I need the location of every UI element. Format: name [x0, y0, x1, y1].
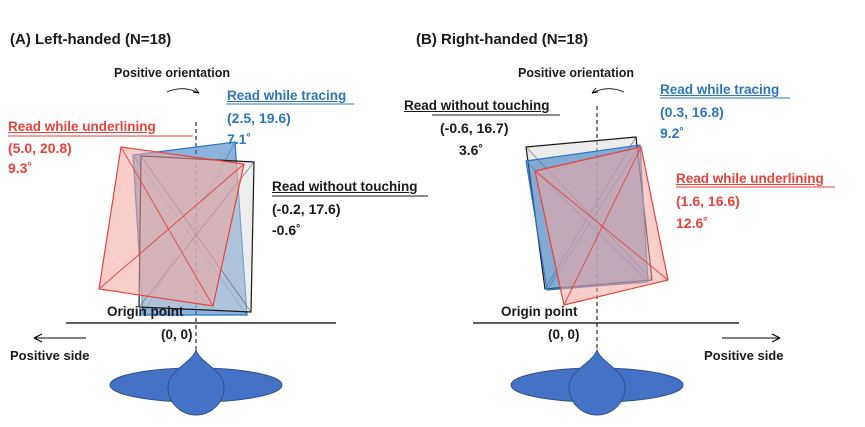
no-touch-label: Read without touching: [404, 98, 550, 113]
underlining-label: Read while underlining: [676, 171, 824, 186]
tracing-angle: 9.2˚: [660, 125, 685, 141]
orientation-arrow: [166, 88, 200, 94]
origin-point-label: Origin point: [107, 304, 184, 319]
positive-side-label: Positive side: [704, 348, 784, 363]
tracing-label: Read while tracing: [227, 88, 347, 103]
tracing-angle: 7.1˚: [227, 131, 252, 147]
underlining-position: (5.0, 20.8): [8, 140, 72, 156]
tracing-position: (0.3, 16.8): [660, 104, 724, 120]
no-touch-angle: -0.6˚: [272, 222, 301, 238]
origin-value: (0, 0): [548, 327, 580, 342]
underlining-label: Read while underlining: [8, 119, 156, 134]
reader-head-icon: [510, 348, 684, 416]
no-touch-angle: 3.6˚: [459, 142, 484, 158]
panel-title: (A) Left-handed (N=18): [10, 31, 172, 48]
no-touch-label: Read without touching: [272, 179, 418, 194]
panel-title: (B) Right-handed (N=18): [416, 31, 589, 48]
positive-side-label: Positive side: [10, 348, 90, 363]
tracing-label: Read while tracing: [660, 82, 780, 97]
underlining-angle: 9.3˚: [8, 160, 33, 176]
rect-read-while-underlining: [98, 146, 245, 307]
orientation-arrow: [591, 88, 625, 94]
underlining-angle: 12.6˚: [676, 215, 708, 231]
panel-left-handed: (A) Left-handed (N=18) Positive orientat…: [0, 0, 432, 427]
positive-orientation-label: Positive orientation: [114, 66, 230, 80]
underlining-position: (1.6, 16.6): [676, 193, 740, 209]
origin-value: (0, 0): [161, 327, 193, 342]
no-touch-position: (-0.6, 16.7): [440, 120, 509, 136]
no-touch-position: (-0.2, 17.6): [272, 201, 341, 217]
reader-head-icon: [109, 348, 283, 416]
panel-b-diagram: [432, 87, 835, 416]
rect-read-while-underlining: [534, 146, 669, 306]
panel-a-diagram: [8, 87, 428, 416]
panel-right-handed: (B) Right-handed (N=18) Positive orienta…: [404, 0, 864, 427]
positive-orientation-label: Positive orientation: [518, 66, 634, 80]
tracing-position: (2.5, 19.6): [227, 110, 291, 126]
origin-point-label: Origin point: [501, 304, 578, 319]
